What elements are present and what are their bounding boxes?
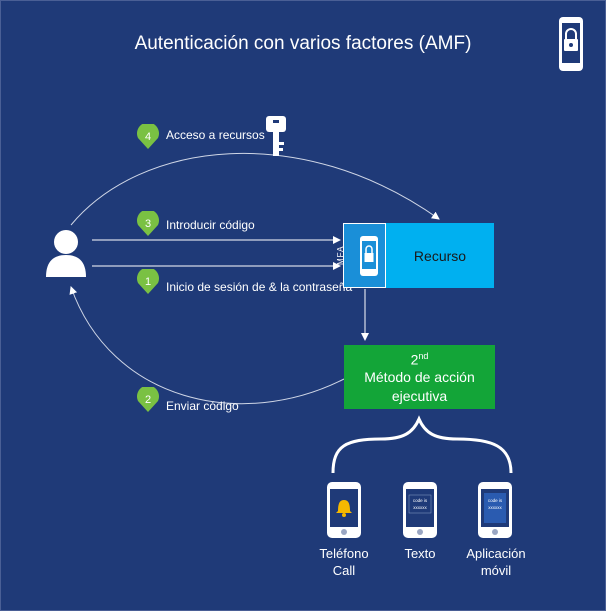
second-method-box: 2nd Método de acción ejecutiva xyxy=(344,345,495,409)
phone-lock-icon xyxy=(559,17,583,71)
second-method-ordinal: 2nd xyxy=(411,348,429,368)
step-4-label: Acceso a recursos xyxy=(166,128,265,142)
step-3-number: 3 xyxy=(145,218,151,230)
resource-label: Recurso xyxy=(413,247,467,264)
mfa-label: MFA xyxy=(336,245,345,265)
step-1-number: 1 xyxy=(145,276,151,288)
device-app-label: Aplicación xyxy=(466,546,526,561)
step-4-badge: 4 xyxy=(137,124,159,149)
step-2-badge: 2 xyxy=(137,387,159,412)
ordinal-suffix: nd xyxy=(418,351,429,362)
step-1-badge: 1 xyxy=(137,269,159,294)
svg-text:code is: code is xyxy=(413,498,428,503)
svg-text:xxxxxx: xxxxxx xyxy=(488,505,502,510)
ordinal-number: 2 xyxy=(410,351,419,368)
step-2-number: 2 xyxy=(145,394,151,406)
phone-bell-icon xyxy=(327,482,361,538)
key-icon xyxy=(266,116,286,156)
device-phone-sublabel: Call xyxy=(332,563,356,578)
device-text-label: Texto xyxy=(404,546,436,561)
device-phone-label: Teléfono xyxy=(319,546,369,561)
device-app-sublabel: móvil xyxy=(480,563,512,578)
step-4-number: 4 xyxy=(145,131,151,143)
phone-app-icon: code is xxxxxx xyxy=(478,482,512,538)
send-code-arc xyxy=(69,286,345,405)
phone-text-icon: code is xxxxxx xyxy=(403,482,437,538)
step-3-badge: 3 xyxy=(137,211,159,236)
svg-text:code is: code is xyxy=(488,498,503,503)
step-1-label: Inicio de sesión de & la contraseña xyxy=(166,280,353,294)
step-2-label: Enviar código xyxy=(166,399,239,413)
second-method-line2: ejecutiva xyxy=(391,387,448,404)
svg-text:xxxxxx: xxxxxx xyxy=(413,505,427,510)
step-3-label: Introducir código xyxy=(166,218,255,232)
devices-brace xyxy=(331,415,513,474)
diagram-title: Autenticación con varios factores (AMF) xyxy=(134,33,472,54)
access-arc xyxy=(70,152,440,226)
user-icon xyxy=(46,230,86,277)
second-method-line1: Método de acción xyxy=(364,368,475,385)
mfa-phone-icon xyxy=(360,236,378,276)
